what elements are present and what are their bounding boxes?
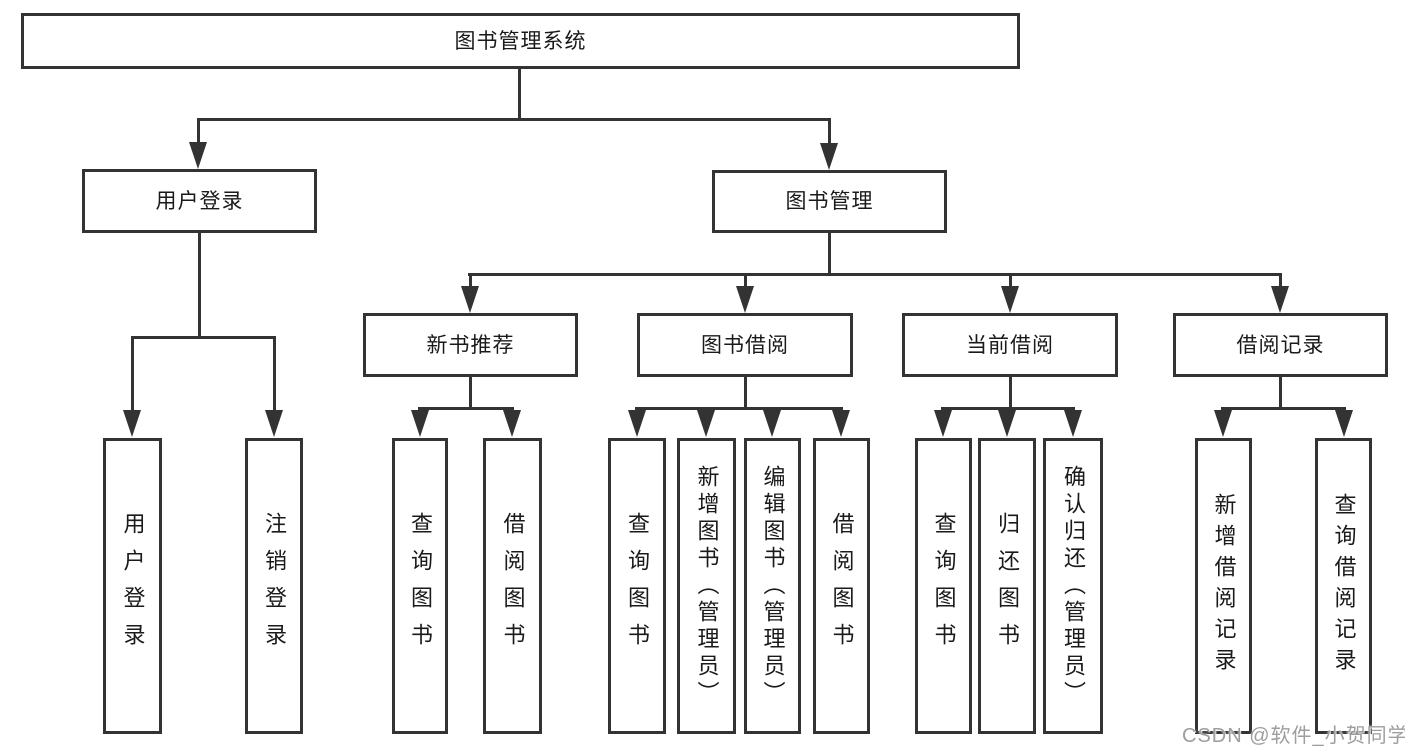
leaf-user-login-label: 用户登录 [120,512,146,660]
connector [1279,273,1282,291]
leaf-confirm-return-admin-label: 确认归还（管理员） [1061,464,1086,708]
connector [273,336,276,412]
connector [828,233,831,275]
node-book-management-label: 图书管理 [785,190,874,213]
arrow-down-icon [1214,410,1232,437]
connector [1279,377,1282,409]
node-borrow-record: 借阅记录 [1173,313,1388,377]
arrow-down-icon [1271,286,1289,313]
connector [197,118,831,121]
connector [635,407,843,410]
leaf-add-book-admin-label: 新增图书（管理员） [694,464,720,708]
node-current-borrow: 当前借阅 [902,313,1118,377]
leaf-logout: 注销登录 [245,438,303,734]
leaf-confirm-return-admin: 确认归还（管理员） [1043,438,1103,734]
connector [744,273,747,291]
arrow-down-icon [1001,286,1019,313]
arrow-down-icon [123,410,141,437]
node-user-login: 用户登录 [82,169,317,233]
leaf-query-book-current-label: 查询图书 [931,512,957,660]
connector [131,336,276,339]
node-new-book-recommend: 新书推荐 [363,313,578,377]
connector [1221,407,1346,410]
connector [131,336,134,412]
csdn-watermark: CSDN @软件_小贺同学 [1182,725,1405,747]
connector [828,118,831,152]
leaf-query-book-current: 查询图书 [915,438,972,734]
node-new-book-recommend-label: 新书推荐 [426,333,515,357]
leaf-edit-book-admin-label: 编辑图书（管理员） [760,464,786,708]
arrow-down-icon [503,410,521,437]
node-root-label: 图书管理系统 [454,29,587,53]
leaf-query-book-recommend: 查询图书 [392,438,448,734]
arrow-down-icon [461,286,479,313]
arrow-down-icon [1064,410,1082,437]
leaf-borrow-book-label: 借阅图书 [829,512,855,660]
leaf-return-book: 归还图书 [978,438,1036,734]
arrow-down-icon [189,142,207,169]
connector [744,377,747,409]
node-book-management: 图书管理 [712,170,947,233]
leaf-borrow-book: 借阅图书 [813,438,870,734]
leaf-query-book-borrow-label: 查询图书 [625,512,650,660]
connector [468,273,1282,276]
connector [1009,377,1012,409]
arrow-down-icon [1335,410,1353,437]
leaf-query-borrow-record: 查询借阅记录 [1315,438,1372,734]
connector [941,407,1075,410]
leaf-borrow-book-recommend-label: 借阅图书 [500,512,526,660]
arrow-down-icon [934,410,952,437]
leaf-edit-book-admin: 编辑图书（管理员） [744,438,801,734]
node-book-borrow: 图书借阅 [637,313,853,377]
node-current-borrow-label: 当前借阅 [966,333,1054,357]
leaf-add-book-admin: 新增图书（管理员） [677,438,736,734]
connector [197,118,200,152]
leaf-query-borrow-record-label: 查询借阅记录 [1331,493,1357,679]
arrow-down-icon [628,410,646,437]
leaf-query-book-recommend-label: 查询图书 [408,512,433,660]
leaf-return-book-label: 归还图书 [995,512,1020,660]
connector [418,407,514,410]
leaf-logout-label: 注销登录 [262,512,287,660]
leaf-add-borrow-record: 新增借阅记录 [1195,438,1252,734]
node-root: 图书管理系统 [21,13,1020,69]
leaf-add-borrow-record-label: 新增借阅记录 [1211,493,1237,679]
connector [469,273,472,291]
node-book-borrow-label: 图书借阅 [701,333,789,357]
arrow-down-icon [411,410,429,437]
connector [469,377,472,409]
arrow-down-icon [820,143,838,170]
leaf-user-login: 用户登录 [103,438,162,734]
leaf-query-book-borrow: 查询图书 [608,438,666,734]
arrow-down-icon [763,410,781,437]
leaf-borrow-book-recommend: 借阅图书 [483,438,542,734]
arrow-down-icon [697,410,715,437]
arrow-down-icon [998,410,1016,437]
arrow-down-icon [736,286,754,313]
node-borrow-record-label: 借阅记录 [1236,333,1325,357]
connector [1009,273,1012,291]
node-user-login-label: 用户登录 [155,189,244,213]
connector [198,233,201,336]
arrow-down-icon [832,410,850,437]
arrow-down-icon [265,410,283,437]
connector [518,69,521,118]
